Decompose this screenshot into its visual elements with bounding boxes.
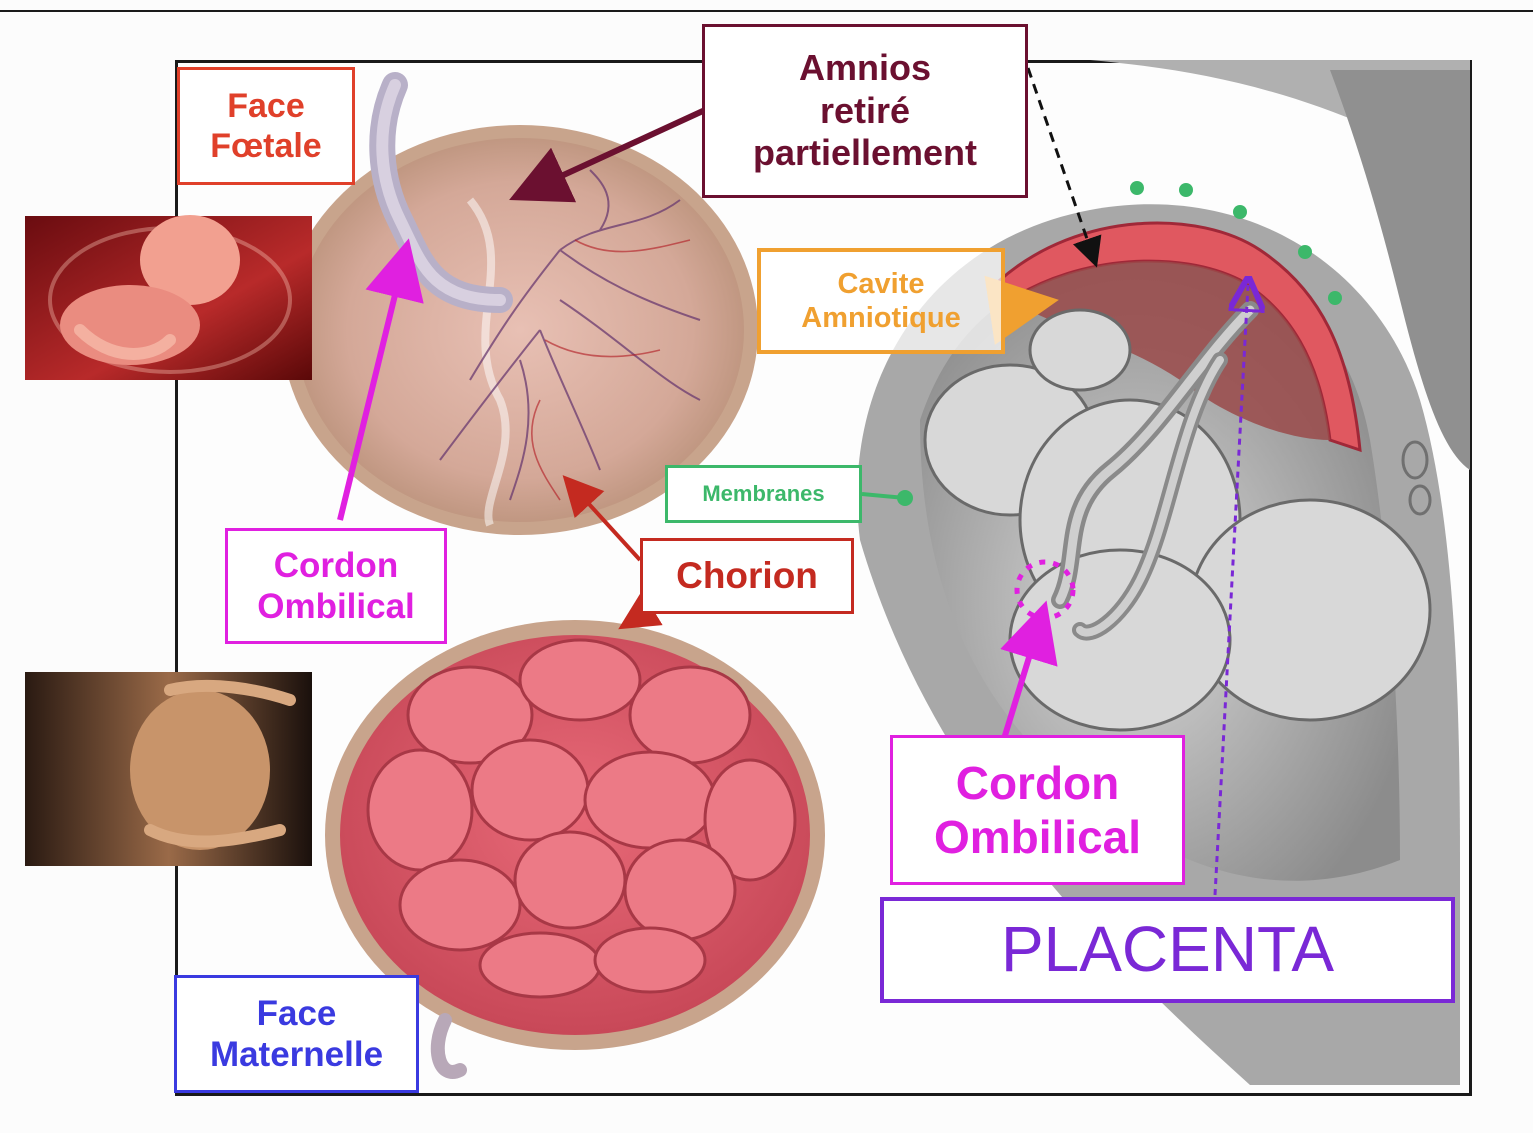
pointer-membranes xyxy=(861,490,913,506)
top-rule xyxy=(0,10,1533,12)
arrow-cordon-right xyxy=(1000,559,1076,743)
arrow-amnios xyxy=(509,107,707,203)
arrow-amnios-dashed xyxy=(1026,67,1102,268)
arrow-cavite xyxy=(984,275,1059,345)
label-cordon-ombilical-right: Cordon Ombilical xyxy=(890,735,1185,885)
fetal-face-placenta xyxy=(282,72,758,535)
label-cavite-amniotique: Cavite Amniotique xyxy=(757,248,1005,354)
label-amnios-retire: Amnios retiré partiellement xyxy=(702,24,1028,198)
label-chorion: Chorion xyxy=(640,538,854,614)
label-cordon-ombilical-left: Cordon Ombilical xyxy=(225,528,447,644)
label-placenta: PLACENTA xyxy=(880,897,1455,1003)
fetus-photo xyxy=(25,215,312,380)
label-face-maternelle: Face Maternelle xyxy=(174,975,419,1093)
label-membranes: Membranes xyxy=(665,465,862,523)
arrow-placenta xyxy=(1213,285,1248,896)
maternal-face-placenta xyxy=(325,620,825,1079)
uterus-section xyxy=(857,60,1470,1086)
label-face-foetale: Face Fœtale xyxy=(177,67,355,185)
membrane-dots xyxy=(1130,181,1342,305)
pregnant-belly-photo xyxy=(25,672,312,866)
arrow-cordon-left xyxy=(337,238,424,521)
